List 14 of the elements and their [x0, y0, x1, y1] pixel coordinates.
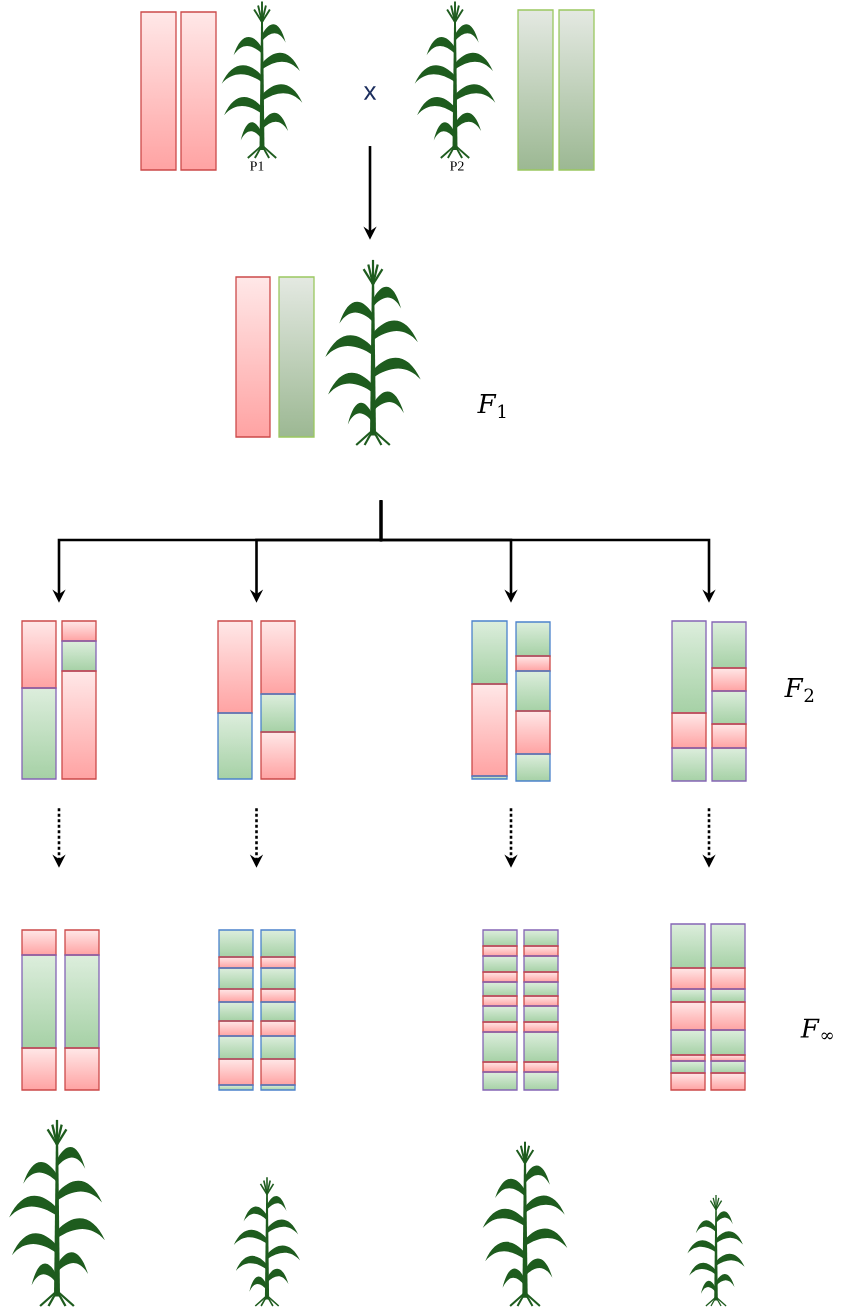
chromosome-pair-drawing: [471, 620, 551, 782]
generation-label: F$_{2}$: [784, 678, 814, 702]
chromosome-pair-drawing: [670, 923, 746, 1091]
generation-label: F$_{1}$: [477, 394, 506, 418]
chromosome-pair-drawing: [218, 929, 296, 1091]
chromosome-pair-drawing: [21, 929, 100, 1091]
chromosome-pair-drawing: [671, 620, 747, 782]
chromosome-pair-drawing: [21, 620, 97, 780]
chromosome-pair-drawing: [482, 929, 559, 1091]
plant-label: P2: [450, 161, 464, 171]
chromosome-pair-drawing: [217, 620, 296, 780]
plant-label: P1: [250, 161, 264, 171]
generation-label: F$_{∞}$: [800, 1018, 833, 1040]
cross-sign: x: [363, 86, 377, 100]
